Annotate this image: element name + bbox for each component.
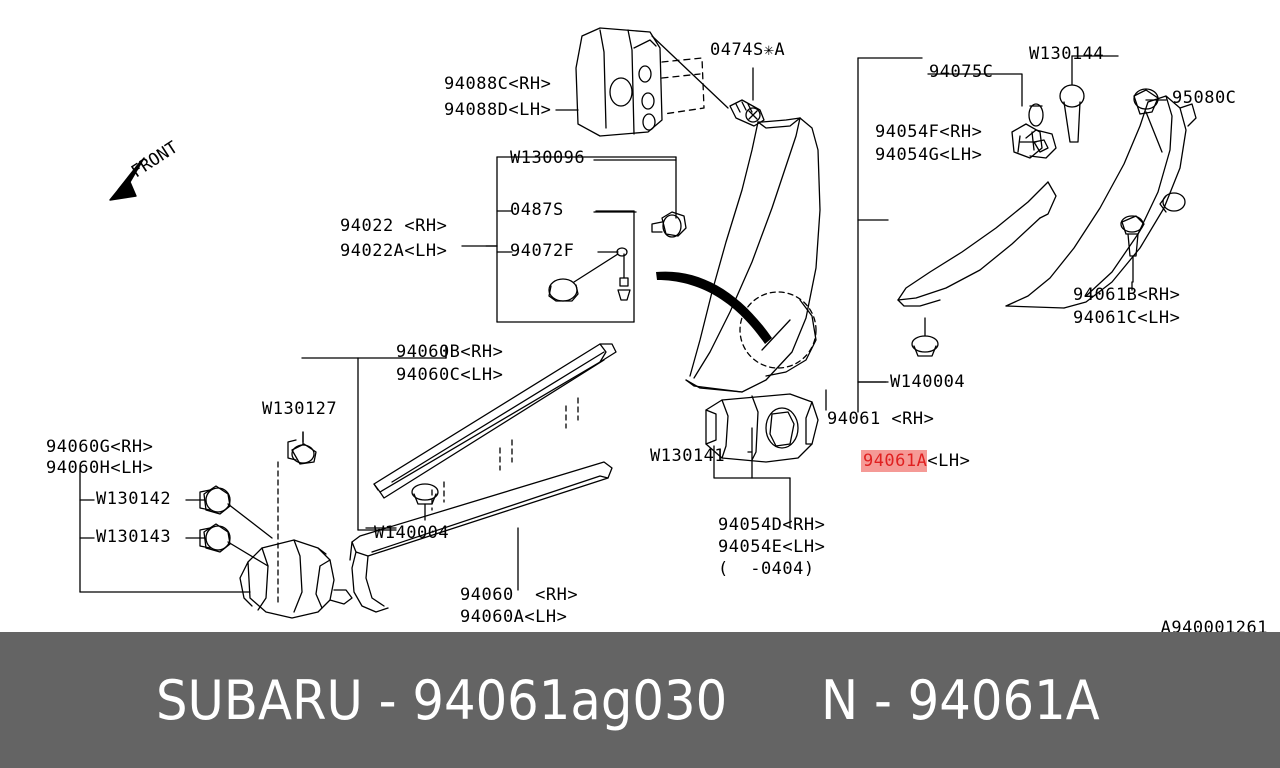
label-94060c-lh: 94060C<LH>	[396, 365, 504, 385]
diagram-canvas	[79, 27, 1197, 619]
footer-alt-part-number: N - 94061A	[820, 668, 1100, 732]
label-94061a-highlight: 94061A	[860, 450, 928, 472]
pillar-trim-dashed-projection	[661, 57, 705, 115]
label-94088c-rh: 94088C<RH>	[444, 74, 552, 94]
part-clip-w130127	[287, 431, 317, 465]
diagram-linework	[79, 27, 1197, 619]
part-clip-95080c	[1133, 88, 1163, 153]
label-w140004-left: W140004	[374, 523, 450, 543]
part-pin-94061b	[1120, 215, 1145, 283]
label-w130141: W130141	[650, 446, 726, 466]
part-upper-pillar-trim	[575, 27, 663, 137]
label-94060-rh: 94060 <RH>	[460, 585, 579, 605]
part-long-sill-upper	[373, 343, 617, 499]
part-cap-94075c	[1011, 103, 1044, 159]
callout-bracket-94022	[485, 156, 677, 323]
footer-brand-part-number: SUBARU - 94061ag030	[156, 668, 728, 732]
label-94054-date-range: ( -0404)	[718, 559, 815, 579]
label-w130144: W130144	[1029, 44, 1105, 64]
label-94061b-rh: 94061B<RH>	[1073, 285, 1181, 305]
label-94054f-rh: 94054F<RH>	[875, 122, 983, 142]
label-94088d-lh: 94088D<LH>	[444, 100, 552, 120]
label-94060a-lh: 94060A<LH>	[460, 607, 568, 627]
part-screw-0474s	[651, 35, 765, 127]
label-95080c: 95080C	[1172, 88, 1237, 108]
label-0487s: 0487S	[510, 200, 564, 220]
callout-bracket-w130141	[713, 427, 791, 521]
label-94054g-lh: 94054G<LH>	[875, 145, 983, 165]
label-0474s: 0474S✳A	[710, 40, 786, 60]
part-long-sill-lower	[349, 461, 613, 613]
part-weatherstrip-curve	[656, 271, 772, 344]
part-right-sill-plate	[897, 95, 1197, 309]
label-94060b-rh: 94060B<RH>	[396, 342, 504, 362]
label-94061a-lh: 94061A<LH>	[818, 430, 970, 493]
label-w130127: W130127	[262, 399, 338, 419]
label-94022a-lh: 94022A<LH>	[340, 241, 448, 261]
label-94075c: 94075C	[929, 62, 994, 82]
footer-bar: SUBARU - 94061ag030 N - 94061A	[0, 632, 1280, 768]
part-clip-w130096	[651, 211, 687, 238]
part-clip-w130144	[1059, 55, 1085, 143]
label-94054d-rh: 94054D<RH>	[718, 515, 826, 535]
front-direction-indicator: FRONT	[100, 138, 220, 213]
part-clip-w140004-center	[911, 317, 939, 357]
label-94054e-lh: 94054E<LH>	[718, 537, 826, 557]
label-w140004-right: W140004	[890, 372, 966, 392]
label-w130142: W130142	[96, 489, 172, 509]
label-w130096: W130096	[510, 148, 586, 168]
label-94072f: 94072F	[510, 241, 575, 261]
part-clip-w140004-left	[411, 483, 439, 521]
part-clip-w130143	[199, 523, 269, 567]
part-cap-94054fg	[1025, 129, 1057, 159]
callout-bracket-sill	[301, 345, 447, 531]
label-94060h-lh: 94060H<LH>	[46, 458, 154, 478]
label-94022-rh: 94022 <RH>	[340, 216, 448, 236]
part-center-pillar-trim	[685, 117, 821, 393]
part-grommet-94072f	[548, 247, 628, 302]
label-94061c-lh: 94061C<LH>	[1073, 308, 1181, 328]
part-center-sill-plate	[705, 393, 819, 463]
label-94060g-rh: 94060G<RH>	[46, 437, 154, 457]
part-kick-panel	[239, 539, 353, 619]
label-w130143: W130143	[96, 527, 172, 547]
label-94061a-suffix: <LH>	[927, 451, 971, 471]
callout-bracket-right	[857, 57, 923, 413]
leader-lines	[302, 55, 1167, 591]
part-pin-0487s	[617, 253, 631, 301]
sill-upper-dashed-tabs	[431, 397, 579, 511]
part-clip-w130142	[199, 485, 273, 539]
label-94061-rh: 94061 <RH>	[827, 409, 935, 429]
front-label: FRONT	[128, 138, 182, 182]
callout-bracket-kick	[79, 467, 251, 593]
